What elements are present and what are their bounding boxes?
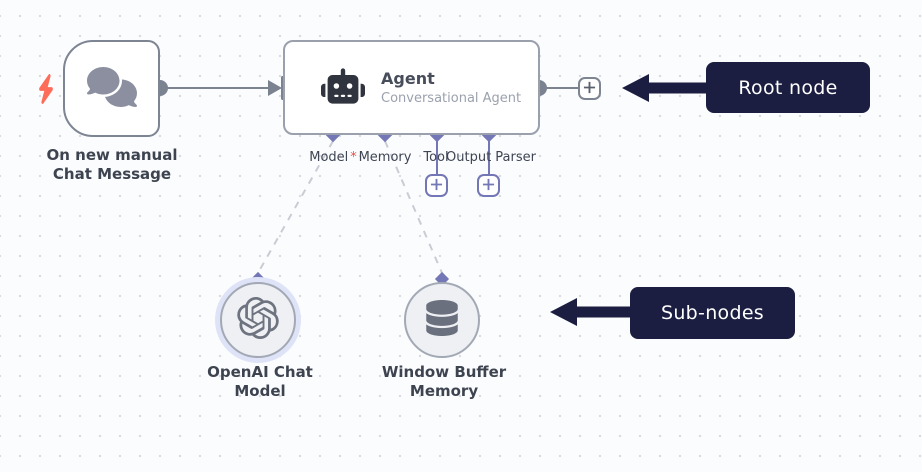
memory-input-label: Memory	[358, 150, 412, 165]
edge-model-to-openai[interactable]	[257, 140, 334, 274]
database-icon	[426, 300, 458, 340]
chat-bubbles-icon	[86, 66, 137, 111]
required-marker: *	[350, 150, 357, 165]
openai-chat-model-node[interactable]	[220, 282, 296, 358]
agent-node-text: Agent Conversational Agent	[381, 69, 521, 105]
sub-nodes-annotation: Sub-nodes	[630, 287, 795, 339]
openai-node-label: OpenAI Chat Model	[207, 363, 313, 401]
sub-nodes-annotation-label: Sub-nodes	[660, 302, 765, 324]
trigger-node-label: On new manual Chat Message	[46, 146, 178, 184]
chat-trigger-node[interactable]	[63, 40, 160, 137]
lightning-bolt-icon	[38, 73, 54, 105]
agent-node[interactable]: Agent Conversational Agent	[283, 40, 540, 135]
memory-node-label: Window Buffer Memory	[381, 363, 507, 401]
plus-icon	[430, 176, 443, 195]
plus-icon	[482, 176, 495, 195]
edge-memory-to-buffer[interactable]	[384, 140, 443, 274]
root-node-annotation-label: Root node	[738, 76, 838, 99]
agent-node-title: Agent	[381, 69, 435, 89]
window-buffer-memory-node[interactable]	[404, 282, 480, 358]
output-parser-input-label: Output Parser	[446, 150, 536, 165]
arrow-left-icon	[622, 73, 706, 107]
agent-node-subtitle: Conversational Agent	[381, 90, 522, 106]
tool-input-label: Tool	[423, 150, 449, 165]
model-input-label: Model*	[309, 150, 357, 165]
add-output-parser-button[interactable]	[477, 174, 500, 197]
arrow-left-icon	[550, 297, 630, 331]
openai-logo-icon	[237, 297, 279, 343]
add-next-node-button[interactable]	[578, 77, 601, 100]
root-node-annotation: Root node	[706, 62, 870, 113]
add-tool-button[interactable]	[425, 174, 448, 197]
edge-arrowhead-icon	[268, 80, 282, 96]
robot-icon	[321, 67, 365, 108]
plus-icon	[583, 79, 596, 98]
model-input-label-text: Model	[309, 150, 349, 165]
